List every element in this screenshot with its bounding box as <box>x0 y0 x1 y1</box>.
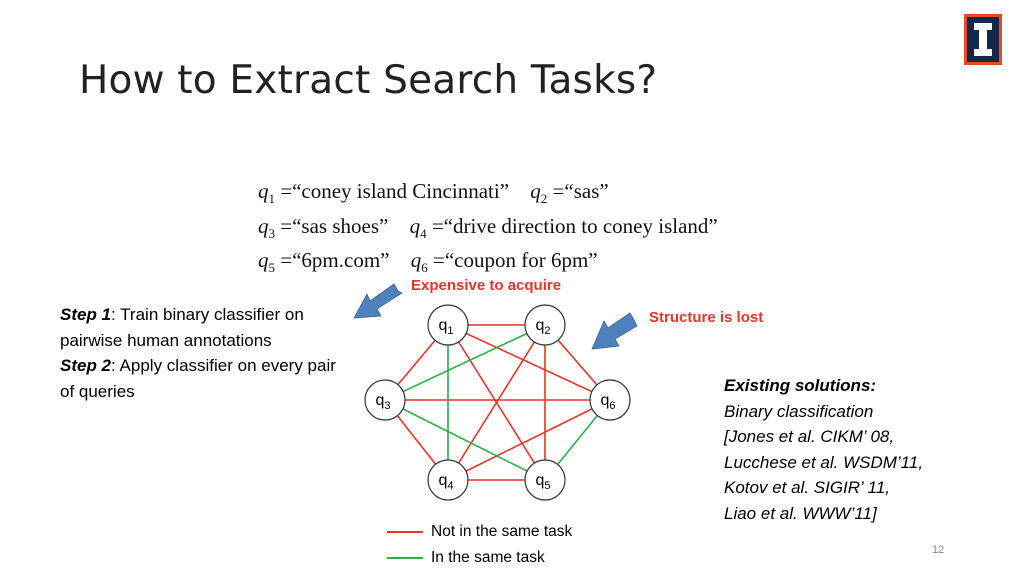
legend-green-swatch <box>387 557 423 559</box>
legend-label: In the same task <box>431 549 545 566</box>
query-subscript: 3 <box>268 225 276 241</box>
edge-not-same-task <box>447 324 546 481</box>
query-subscript: 1 <box>268 191 276 207</box>
query-subscript: 4 <box>420 225 427 241</box>
page-number: 12 <box>932 544 945 556</box>
arrow-icon <box>353 283 403 319</box>
query-definition: =“6pm.com” <box>275 248 390 273</box>
edge-not-same-task <box>447 399 611 481</box>
node-circle <box>427 304 469 346</box>
slide-title: How to Extract Search Tasks? <box>79 58 658 103</box>
legend-not-same-task: Not in the same task <box>387 523 572 541</box>
legend-same-task: In the same task <box>387 549 545 567</box>
existing-heading: Existing solutions: <box>724 376 877 395</box>
existing-line: [Jones et al. CIKM’ 08, <box>724 427 895 446</box>
university-logo <box>964 14 1002 65</box>
edge-not-same-task <box>447 324 611 401</box>
step2-label: Step 2 <box>60 356 112 375</box>
query-subscript: 5 <box>268 260 276 276</box>
structure-note: Structure is lost <box>649 309 764 326</box>
legend-label: Not in the same task <box>431 523 573 540</box>
node-q3: q3 <box>364 379 406 421</box>
definition-row-2: q3 =“sas shoes” q4 =“drive direction to … <box>258 213 718 248</box>
query-definitions: q1 =“coney island Cincinnati” q2 =“sas” … <box>258 178 718 282</box>
existing-solutions: Existing solutions: Binary classificatio… <box>724 373 923 526</box>
existing-line: Liao et al. WWW’11] <box>724 503 877 523</box>
node-q4: q4 <box>427 459 469 501</box>
expensive-note: Expensive to acquire <box>411 277 562 294</box>
steps-text: Step 1: Train binary classifier on pairw… <box>60 302 350 404</box>
arrow-icon <box>591 312 638 350</box>
legend-red-swatch <box>387 531 423 533</box>
query-definition: =“sas shoes” <box>275 213 389 238</box>
query-definition: =“coupon for 6pm” <box>427 248 598 273</box>
query-definition: =“sas” <box>547 179 609 203</box>
existing-line: Kotov et al. SIGIR’ 11, <box>724 478 890 497</box>
edge-same-task <box>384 324 546 401</box>
edge-same-task <box>384 399 546 481</box>
query-symbol: q <box>258 179 269 203</box>
query-subscript: 2 <box>540 191 548 207</box>
existing-line: Binary classification <box>724 401 874 421</box>
node-circle <box>364 379 406 421</box>
definition-row-1: q1 =“coney island Cincinnati” q2 =“sas” <box>258 178 718 213</box>
step2-text: : Apply classifier on every pair of quer… <box>60 356 336 401</box>
query-subscript: 6 <box>421 260 428 276</box>
node-q1: q1 <box>427 304 469 346</box>
definition-row-3: q5 =“6pm.com” q6 =“coupon for 6pm” <box>258 247 718 282</box>
step1-text: : Train binary classifier on pairwise hu… <box>60 305 304 350</box>
existing-line: Lucchese et al. WSDM’11, <box>724 452 924 472</box>
node-circle <box>427 459 469 501</box>
node-q2: q2 <box>524 304 566 346</box>
query-symbol: q <box>258 248 269 273</box>
query-symbol: q <box>530 179 541 203</box>
step1-label: Step 1 <box>60 305 112 324</box>
node-circle <box>524 304 566 346</box>
node-q5: q5 <box>524 459 566 501</box>
query-definition: =“drive direction to coney island” <box>426 213 718 238</box>
query-symbol: q <box>258 213 269 238</box>
query-definition: =“coney island Cincinnati” <box>275 179 510 203</box>
node-q6: q6 <box>589 379 631 421</box>
node-circle <box>524 459 566 501</box>
node-circle <box>589 379 631 421</box>
query-symbol: q <box>410 248 422 273</box>
query-symbol: q <box>409 213 421 238</box>
